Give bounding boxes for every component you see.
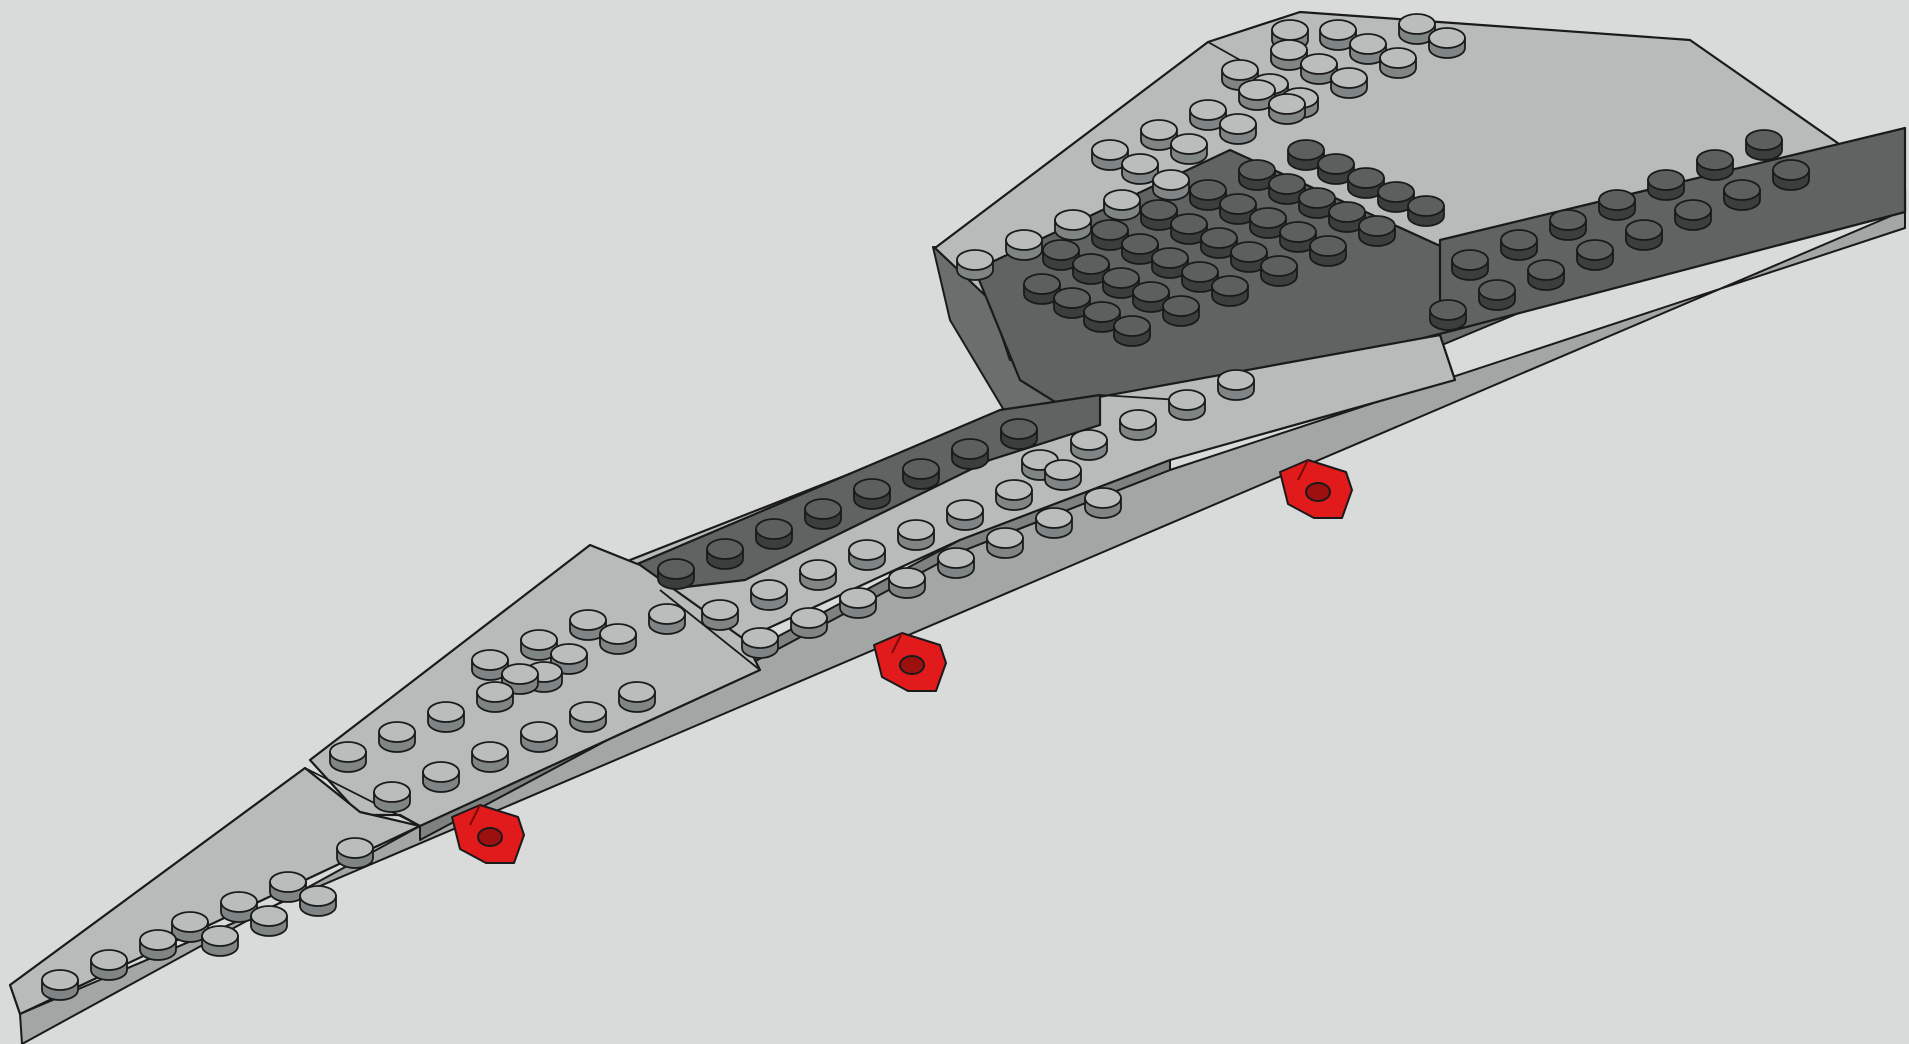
stud <box>1746 130 1782 160</box>
stud <box>1171 134 1207 164</box>
stud <box>1380 48 1416 78</box>
stud <box>1626 220 1662 250</box>
stud <box>428 702 464 732</box>
stud <box>854 479 890 509</box>
stud <box>379 722 415 752</box>
stud <box>957 250 993 280</box>
stud <box>649 604 685 634</box>
stud <box>300 886 336 916</box>
stud <box>1212 276 1248 306</box>
stud <box>1599 190 1635 220</box>
stud <box>707 539 743 569</box>
stud <box>1430 300 1466 330</box>
stud <box>1120 410 1156 440</box>
stud <box>791 608 827 638</box>
stud <box>742 628 778 658</box>
stud <box>1550 210 1586 240</box>
stud <box>374 782 410 812</box>
stud <box>1153 170 1189 200</box>
stud <box>1359 216 1395 246</box>
stud <box>996 480 1032 510</box>
stud <box>1218 370 1254 400</box>
stud <box>600 624 636 654</box>
stud <box>840 588 876 618</box>
stud <box>1429 28 1465 58</box>
stud <box>477 682 513 712</box>
stud <box>938 548 974 578</box>
stud <box>1114 316 1150 346</box>
stud <box>1697 150 1733 180</box>
stud <box>903 459 939 489</box>
stud <box>1163 296 1199 326</box>
stud <box>658 559 694 589</box>
stud <box>423 762 459 792</box>
stud <box>1310 236 1346 266</box>
stud <box>1528 260 1564 290</box>
stud <box>1648 170 1684 200</box>
stud <box>751 580 787 610</box>
stud <box>1675 200 1711 230</box>
stud <box>702 600 738 630</box>
stud <box>849 540 885 570</box>
stud <box>898 520 934 550</box>
stud <box>1773 160 1809 190</box>
stud <box>1045 460 1081 490</box>
stud <box>1085 488 1121 518</box>
stud <box>202 926 238 956</box>
stud <box>337 838 373 868</box>
stud <box>987 528 1023 558</box>
stud <box>1071 430 1107 460</box>
stud <box>42 970 78 1000</box>
stud <box>1577 240 1613 270</box>
stud <box>1331 68 1367 98</box>
stud <box>952 439 988 469</box>
stud <box>1479 280 1515 310</box>
stud <box>756 519 792 549</box>
stud <box>1220 114 1256 144</box>
stud <box>521 722 557 752</box>
stud <box>570 702 606 732</box>
stud <box>800 560 836 590</box>
stud <box>1724 180 1760 210</box>
stud <box>1501 230 1537 260</box>
stud <box>140 930 176 960</box>
stud <box>330 742 366 772</box>
stud <box>1055 210 1091 240</box>
stud <box>251 906 287 936</box>
stud <box>1169 390 1205 420</box>
stud <box>619 682 655 712</box>
stud <box>805 499 841 529</box>
stud <box>472 742 508 772</box>
stud <box>1104 190 1140 220</box>
stud <box>1001 419 1037 449</box>
stud <box>1036 508 1072 538</box>
stud <box>1408 196 1444 226</box>
stud <box>1006 230 1042 260</box>
stud <box>889 568 925 598</box>
stud <box>1269 94 1305 124</box>
stud <box>1452 250 1488 280</box>
stud <box>1261 256 1297 286</box>
stud <box>947 500 983 530</box>
stud <box>91 950 127 980</box>
